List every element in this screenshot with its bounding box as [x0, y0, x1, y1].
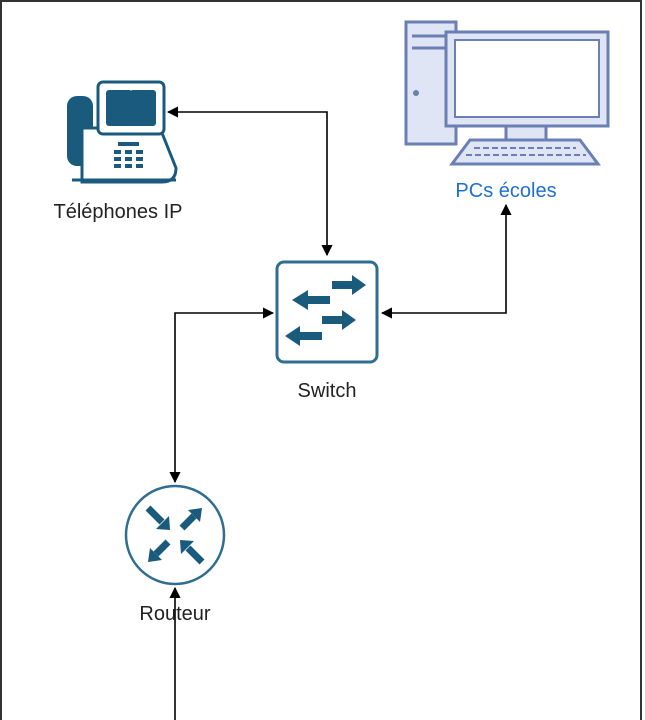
phone-label: Téléphones IP [53, 201, 183, 223]
router-icon[interactable] [124, 484, 226, 586]
edge-pc-switch [380, 203, 512, 319]
pc-label: PCs écoles [455, 180, 557, 202]
switch-label: Switch [297, 380, 357, 402]
desktop-pc-icon[interactable] [404, 20, 610, 166]
edge-phone-switch [166, 106, 333, 257]
ip-phone-icon[interactable] [67, 80, 178, 184]
switch-icon[interactable] [275, 260, 379, 364]
edge-switch-router [169, 307, 275, 484]
router-label: Routeur [139, 603, 211, 625]
